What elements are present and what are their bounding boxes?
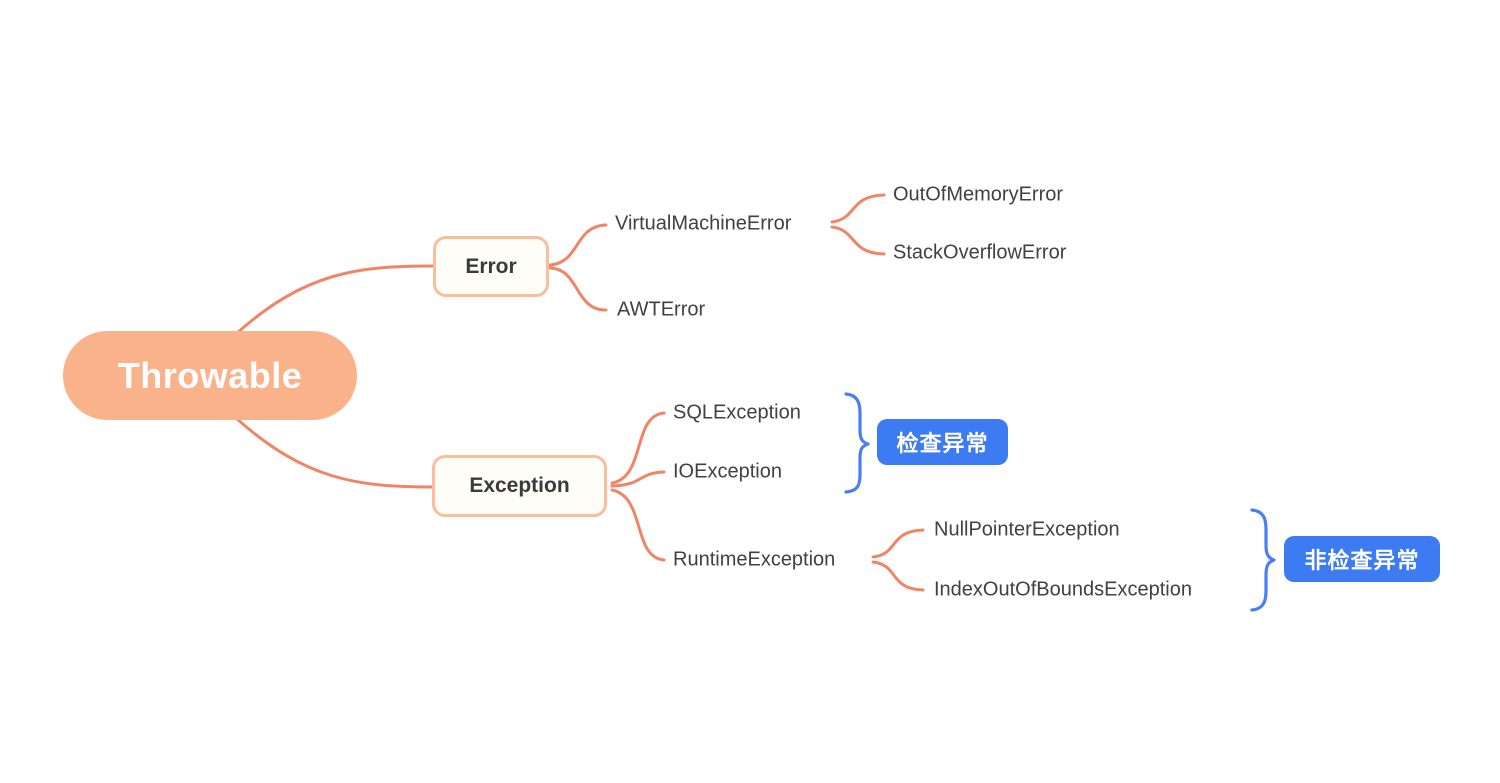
node-stackoverflowerror[interactable]: StackOverflowError <box>893 241 1067 264</box>
checked-exceptions-brace <box>844 392 870 494</box>
connector-error-awterror <box>548 266 608 312</box>
node-nullpointerexception[interactable]: NullPointerException <box>934 518 1120 541</box>
node-awterror[interactable]: AWTError <box>617 298 706 321</box>
checked-exceptions-badge-label: 检查异常 <box>896 431 989 456</box>
node-throwable[interactable]: Throwable <box>63 331 357 420</box>
connector-runtime-indexoutofboundsexception <box>871 560 925 592</box>
connector-runtime-nullpointerexception <box>871 528 925 559</box>
connector-vme-outofmemoryerror <box>830 193 886 224</box>
connector-vme-stackoverflowerror <box>830 225 886 256</box>
node-ioexception[interactable]: IOException <box>673 460 782 483</box>
checked-exceptions-badge[interactable]: 检查异常 <box>877 419 1008 465</box>
unchecked-exceptions-badge[interactable]: 非检查异常 <box>1284 536 1440 582</box>
unchecked-exceptions-badge-label: 非检查异常 <box>1304 548 1420 573</box>
connector-exception-ioexception <box>610 470 666 488</box>
node-exception-label: Exception <box>469 474 570 497</box>
unchecked-exceptions-brace <box>1250 508 1276 612</box>
node-throwable-label: Throwable <box>117 354 303 396</box>
node-runtimeexception[interactable]: RuntimeException <box>673 548 836 571</box>
node-exception[interactable]: Exception <box>432 455 607 517</box>
node-error[interactable]: Error <box>433 236 549 297</box>
connector-exception-runtimeexception <box>610 488 666 562</box>
node-error-label: Error <box>465 254 517 278</box>
connector-exception-sqlexception <box>610 411 666 485</box>
node-outofmemoryerror[interactable]: OutOfMemoryError <box>893 183 1064 206</box>
node-indexoutofboundsexception[interactable]: IndexOutOfBoundsException <box>934 578 1192 601</box>
node-virtualmachineerror[interactable]: VirtualMachineError <box>615 212 792 235</box>
node-sqlexception[interactable]: SQLException <box>673 401 801 424</box>
connector-throwable-exception <box>234 416 434 489</box>
connector-error-virtualmachineerror <box>548 223 608 267</box>
connector-throwable-error <box>234 264 435 336</box>
